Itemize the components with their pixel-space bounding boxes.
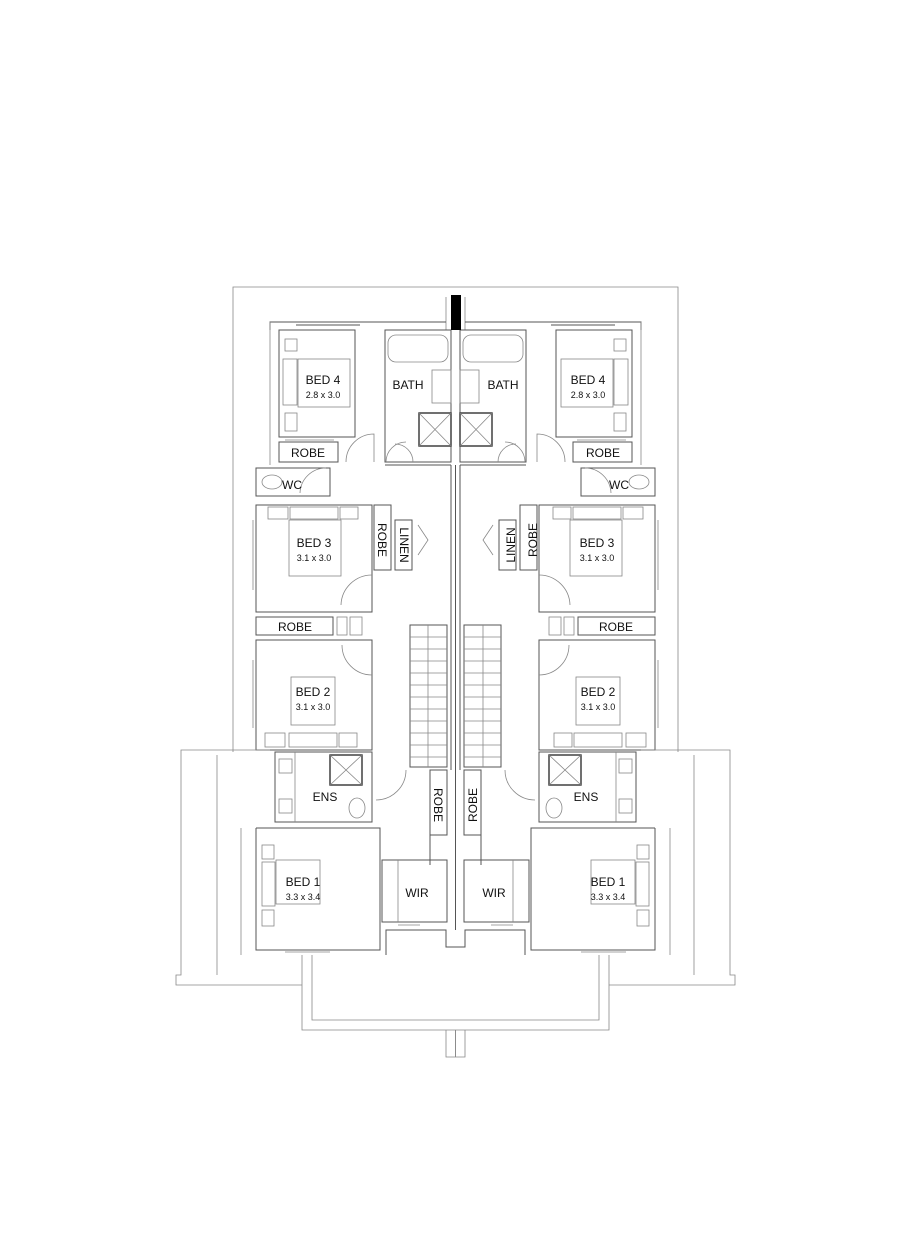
room-label-bed3: BED 3	[580, 536, 615, 550]
room-label-bed3: BED 3	[297, 536, 332, 550]
room-label-ens: ENS	[574, 790, 599, 804]
left-unit-walls	[175, 286, 457, 1058]
room-label-bed2: BED 2	[581, 685, 616, 699]
left-unit-labels: BED 4 2.8 x 3.0 BATH ROBE WC BED 3 3.1 x…	[278, 373, 445, 902]
room-size-bed2: 3.1 x 3.0	[296, 702, 331, 712]
room-size-bed1: 3.3 x 3.4	[591, 892, 626, 902]
room-label-wir: WIR	[482, 886, 506, 900]
right-unit-walls	[454, 286, 736, 1058]
room-size-bed3: 3.1 x 3.0	[297, 553, 332, 563]
room-label-robe: ROBE	[526, 523, 540, 557]
room-size-bed4: 2.8 x 3.0	[571, 390, 606, 400]
room-label-wc: WC	[609, 478, 629, 492]
room-label-robe: ROBE	[586, 446, 620, 460]
room-label-robe: ROBE	[291, 446, 325, 460]
room-label-linen: LINEN	[504, 527, 518, 562]
party-wall-block	[451, 295, 461, 330]
room-size-bed1: 3.3 x 3.4	[286, 892, 321, 902]
room-label-bed1: BED 1	[286, 875, 321, 889]
room-label-bath: BATH	[392, 378, 423, 392]
room-label-bed2: BED 2	[296, 685, 331, 699]
room-label-robe: ROBE	[278, 620, 312, 634]
room-label-bed4: BED 4	[306, 373, 341, 387]
room-label-bed1: BED 1	[591, 875, 626, 889]
room-size-bed4: 2.8 x 3.0	[306, 390, 341, 400]
room-label-robe: ROBE	[599, 620, 633, 634]
room-label-wc: WC	[282, 478, 302, 492]
room-label-wir: WIR	[405, 886, 429, 900]
room-size-bed3: 3.1 x 3.0	[580, 553, 615, 563]
right-unit-labels: BED 4 2.8 x 3.0 BATH ROBE WC BED 3 3.1 x…	[466, 373, 633, 902]
room-size-bed2: 3.1 x 3.0	[581, 702, 616, 712]
room-label-linen: LINEN	[397, 527, 411, 562]
room-label-ens: ENS	[313, 790, 338, 804]
room-label-bath: BATH	[487, 378, 518, 392]
room-label-bed4: BED 4	[571, 373, 606, 387]
room-label-robe: ROBE	[466, 788, 480, 822]
room-label-robe: ROBE	[431, 788, 445, 822]
room-label-robe: ROBE	[375, 523, 389, 557]
